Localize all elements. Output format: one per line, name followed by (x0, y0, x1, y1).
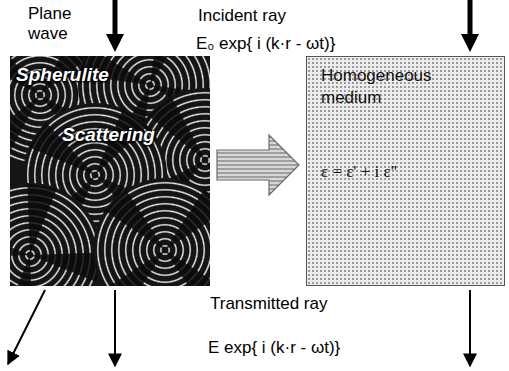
node-text: Homogeneous medium (321, 65, 461, 109)
transmitted-arrows (8, 290, 470, 366)
field-formula: E₀ exp{ i (k·r - ωt)} (196, 34, 335, 54)
node-text: ε = ε' + i ε'' (321, 161, 504, 183)
spherulite-image (10, 56, 210, 286)
node-text: Spherulite (16, 64, 109, 86)
wave-label: Plane wave (28, 4, 88, 45)
node-text: Scattering (62, 124, 155, 146)
ray-label: Incident ray (198, 6, 286, 26)
spherulite-box: SpheruliteScattering (10, 56, 210, 286)
block-arrow (217, 135, 299, 195)
ray-label: Transmitted ray (210, 294, 327, 314)
medium-box: Homogeneous medium ε = ε' + i ε'' (306, 56, 505, 286)
field-formula: E exp{ i (k·r - ωt)} (208, 338, 340, 358)
